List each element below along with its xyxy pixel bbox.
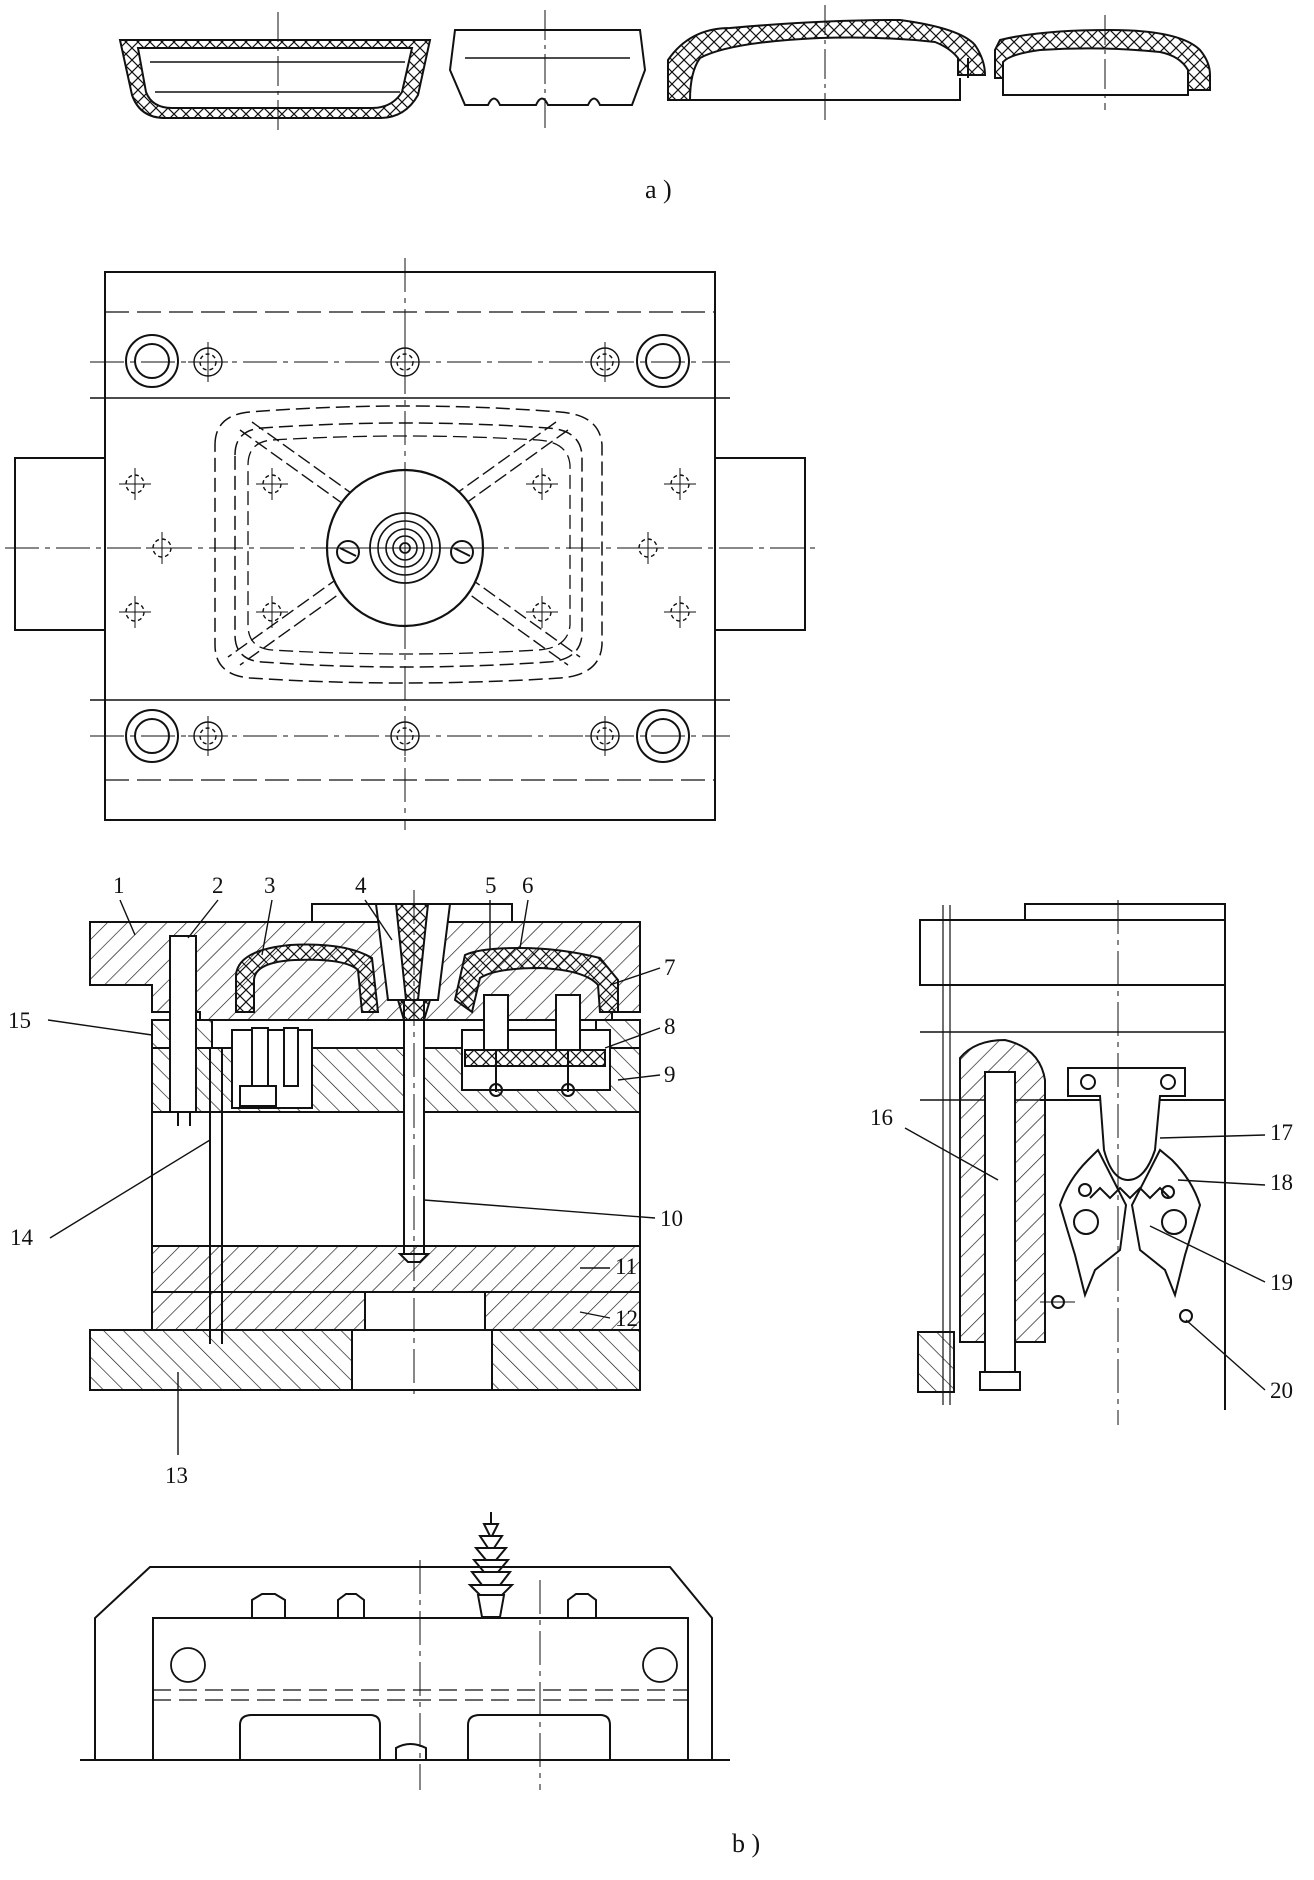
part-section-wide-cover [667,18,987,101]
plan-ring-screw-right [450,540,474,564]
label-20: 20 [1270,1378,1293,1403]
leader-lines [47,899,1266,1455]
label-2: 2 [212,873,224,898]
label-1: 1 [113,873,125,898]
label-5: 5 [485,873,497,898]
bottom-sprue-cones [467,1512,515,1618]
plan-cavity-outline-inner [234,422,583,668]
caption-b: b ) [732,1829,760,1858]
side-jaw-left [1058,1148,1128,1299]
side-top-plate [919,919,1226,986]
section-guide-pillar [169,935,197,1113]
label-16: 16 [870,1105,893,1130]
bottom-bolts [251,1593,597,1617]
plan-cavity-outline-outer [214,405,603,684]
figure-a-part-sections [118,5,1211,132]
label-14: 14 [10,1225,34,1250]
label-3: 3 [264,873,276,898]
side-pillar-16 [984,1071,1016,1373]
bottom-window-right [467,1714,611,1760]
label-4: 4 [355,873,367,898]
label-10: 10 [660,1206,683,1231]
label-7: 7 [664,955,676,980]
plan-guide-pillar [125,334,690,763]
plan-view [5,258,820,830]
part-section-tray [118,39,432,119]
plan-screw-holes [119,342,696,756]
plan-ring-screw-left [336,540,360,564]
part-section-small-cover [994,28,1211,91]
label-15: 15 [8,1008,31,1033]
label-12: 12 [615,1306,638,1331]
section-ejector-retainer-plate [151,1245,641,1293]
side-latch-17 [1067,1067,1186,1182]
caption-a: a ) [645,175,672,204]
label-11: 11 [615,1254,637,1279]
label-8: 8 [664,1014,676,1039]
label-19: 19 [1270,1270,1293,1295]
section-ejector-pin [483,994,509,1051]
section-view [89,890,641,1398]
plan-side-lug-right [714,457,806,631]
bottom-outer-frame [94,1566,713,1760]
label-13: 13 [165,1463,188,1488]
section-cavity-part-right [453,946,619,1014]
label-6: 6 [522,873,534,898]
side-detail-view [917,900,1226,1425]
bottom-view [80,1512,730,1790]
part-section-block [448,29,647,106]
part-number-labels: 1 2 3 4 5 6 7 8 9 10 11 12 13 14 15 16 1… [8,873,1293,1488]
bottom-window-left [239,1714,381,1760]
side-jaw-right [1130,1148,1202,1299]
label-18: 18 [1270,1170,1293,1195]
label-17: 17 [1270,1120,1293,1145]
section-cavity-part-left [235,943,380,1013]
label-9: 9 [664,1062,676,1087]
plan-side-lug-left [14,457,106,631]
